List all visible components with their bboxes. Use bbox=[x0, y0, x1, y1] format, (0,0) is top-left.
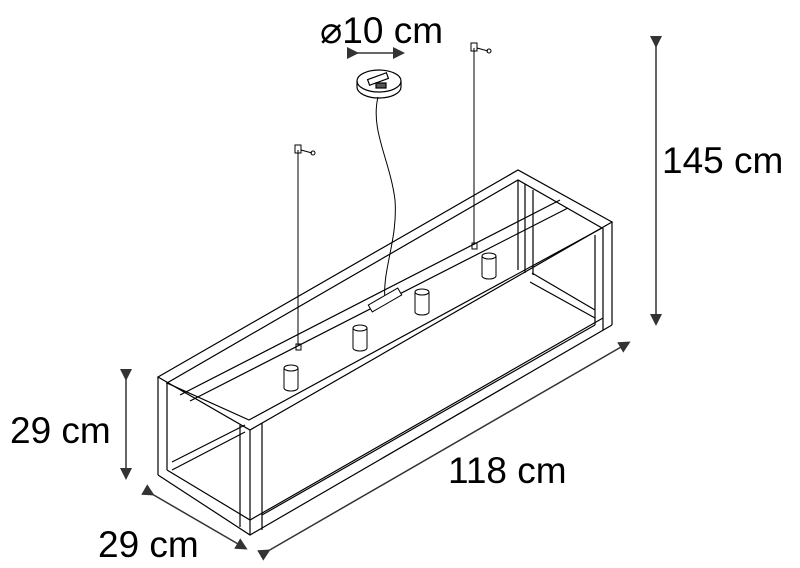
ceiling-canopy bbox=[356, 69, 402, 99]
suspension-cables bbox=[294, 42, 492, 351]
lamp-sockets bbox=[283, 252, 497, 392]
frame-depth-label: 29 cm bbox=[98, 524, 199, 565]
power-cord bbox=[375, 96, 396, 301]
canopy-diameter-label: ⌀10 cm bbox=[320, 10, 444, 51]
total-height-label: 145 cm bbox=[662, 140, 784, 181]
frame-height-label: 29 cm bbox=[10, 410, 111, 451]
dimension-lines bbox=[120, 36, 662, 561]
frame-length-label: 118 cm bbox=[448, 450, 567, 491]
junction-box bbox=[367, 287, 403, 313]
